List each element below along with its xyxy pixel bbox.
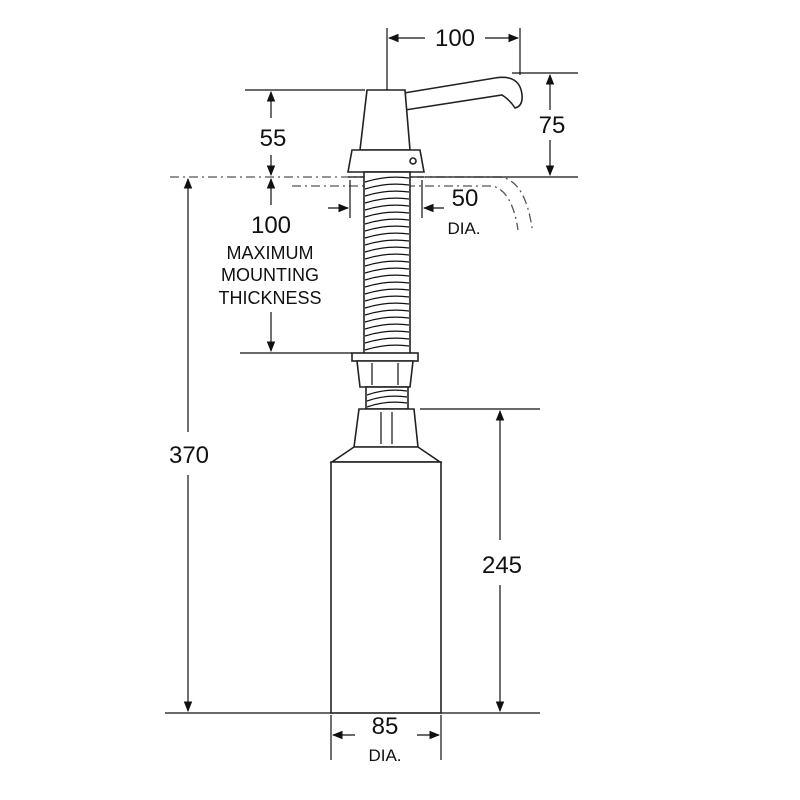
thread-line — [364, 260, 410, 267]
pump-head — [347, 76, 523, 178]
threaded-shank — [363, 171, 411, 355]
thread-line — [366, 401, 408, 408]
dim-spout-height: 75 — [425, 72, 578, 178]
lock-nut — [351, 352, 419, 388]
bottle — [330, 461, 442, 714]
max-mounting-note-line-1: MAXIMUM — [227, 243, 314, 263]
thread-line — [364, 197, 410, 204]
thread-line — [364, 239, 410, 246]
thread-line — [364, 323, 410, 330]
thread-line — [364, 232, 410, 239]
max-mounting-note-line-2: MOUNTING — [221, 265, 319, 285]
bottle-diameter-unit: DIA. — [368, 746, 401, 765]
head-height-value: 55 — [260, 125, 287, 152]
thread-line — [364, 190, 410, 197]
thread-line — [364, 218, 410, 225]
thread-line — [364, 253, 410, 260]
thread-line — [364, 302, 410, 309]
bottle-cap — [329, 408, 443, 463]
max-mounting-note-line-3: THICKNESS — [218, 288, 321, 308]
lower-tube — [365, 386, 409, 410]
thread-line — [364, 330, 410, 337]
thread-line — [364, 274, 410, 281]
thread-line — [364, 295, 410, 302]
thread-line — [364, 211, 410, 218]
dim-max-mounting: 100 MAXIMUM MOUNTING THICKNESS — [218, 177, 352, 354]
total-height-value: 370 — [169, 442, 209, 469]
thread-line — [364, 288, 410, 295]
dim-total-height: 370 — [165, 177, 331, 714]
head-diameter-unit: DIA. — [447, 219, 480, 238]
thread-lines — [364, 176, 410, 351]
spout-height-value: 75 — [539, 112, 566, 139]
thread-line — [364, 337, 410, 344]
thread-line — [364, 281, 410, 288]
dim-spout-reach: 100 — [386, 25, 521, 90]
thread-line — [364, 246, 410, 253]
thread-line — [364, 267, 410, 274]
thread-line — [364, 176, 410, 183]
thread-line — [366, 395, 408, 402]
thread-line — [364, 204, 410, 211]
head-diameter-value: 50 — [452, 185, 479, 212]
dim-bottle-height: 245 — [420, 408, 540, 714]
max-mounting-value: 100 — [251, 212, 291, 239]
thread-line — [364, 225, 410, 232]
thread-line — [366, 389, 408, 396]
bottle-diameter-value: 85 — [372, 713, 399, 740]
thread-line — [364, 183, 410, 190]
thread-line — [364, 344, 410, 351]
thread-line — [364, 309, 410, 316]
dim-bottle-diameter: 85 DIA. — [330, 713, 442, 765]
dim-head-diameter: 50 DIA. — [328, 180, 481, 238]
bottle-height-value: 245 — [482, 552, 522, 579]
thread-line — [364, 316, 410, 323]
dim-head-height: 55 — [245, 89, 365, 177]
lower-thread-lines — [366, 389, 408, 408]
spout-reach-value: 100 — [435, 25, 475, 52]
